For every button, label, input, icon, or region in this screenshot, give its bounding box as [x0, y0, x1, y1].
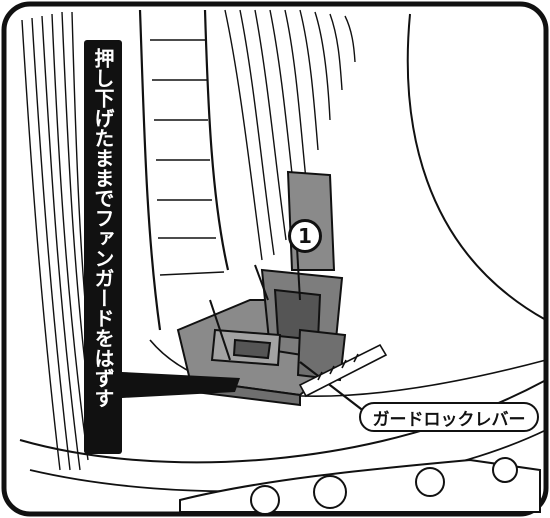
instruction-text: 押し下げたままでファンガードをはずす [91, 48, 115, 408]
step-number-badge: 1 [288, 219, 322, 253]
ribbed-plate [298, 343, 388, 398]
callout-leader-line [299, 361, 366, 413]
instruction-label: 押し下げたままでファンガードをはずす [84, 40, 122, 454]
pointer-arrow [122, 372, 240, 398]
part-name: ガードロックレバー [372, 409, 526, 430]
step-number: 1 [298, 224, 312, 248]
part-callout-label: ガードロックレバー [359, 402, 539, 432]
fan-base [179, 457, 541, 515]
